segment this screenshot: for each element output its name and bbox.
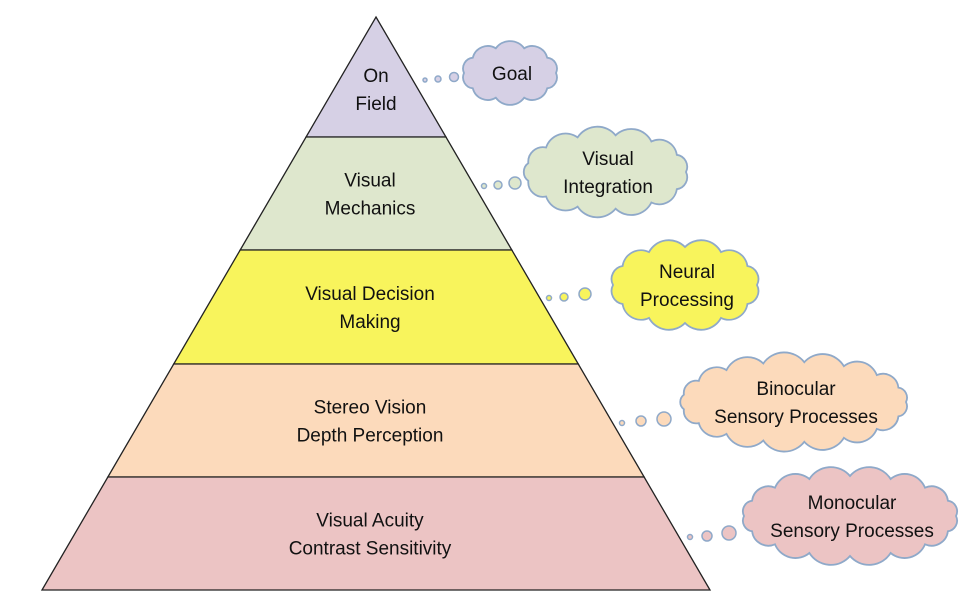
cloud-label: Goal: [492, 64, 532, 85]
layer-shape: [172, 249, 580, 365]
layer-label: Depth Perception: [297, 426, 444, 447]
cloud-label: Neural: [659, 262, 715, 283]
layer-label: On: [363, 66, 388, 87]
cloud-shape: [679, 351, 908, 453]
thought-bubble-dot: [448, 71, 460, 83]
thought-bubble-dot: [701, 530, 713, 542]
layer-label: Making: [339, 312, 400, 333]
cloud-label: Sensory Processes: [714, 407, 878, 428]
layer-label: Mechanics: [325, 199, 416, 220]
thought-bubble-dot: [508, 176, 522, 190]
cloud-label: Binocular: [756, 379, 836, 400]
cloud-label: Processing: [640, 290, 734, 311]
thought-cloud-0: Goal: [422, 40, 558, 106]
cloud-shape: [462, 40, 558, 106]
thought-bubble-dot: [493, 180, 503, 190]
layer-shape: [239, 136, 513, 251]
cloud-label: Integration: [563, 177, 653, 198]
thought-bubble-dot: [422, 77, 428, 83]
thought-bubble-dot: [635, 415, 647, 427]
thought-bubble-dot: [545, 294, 553, 302]
thought-bubble-dot: [434, 75, 442, 83]
thought-bubble-dot: [721, 525, 737, 541]
layer-label: Contrast Sensitivity: [289, 539, 452, 560]
layer-label: Stereo Vision: [314, 398, 427, 419]
layer-shape: [106, 363, 646, 478]
cloud-label: Monocular: [808, 493, 897, 514]
layer-label: Visual Decision: [305, 284, 435, 305]
thought-bubble-dot: [656, 411, 672, 427]
cloud-shape: [610, 239, 760, 331]
cloud-shape: [742, 466, 958, 566]
thought-bubble-dot: [559, 292, 569, 302]
thought-bubble-dot: [578, 287, 592, 301]
thought-bubble-dot: [480, 182, 488, 190]
cloud-label: Sensory Processes: [770, 521, 934, 542]
cloud-label: Visual: [582, 149, 633, 170]
layer-label: Visual: [344, 171, 395, 192]
cloud-shape: [522, 125, 689, 219]
layer-shape: [40, 476, 712, 591]
layer-label: Field: [355, 94, 396, 115]
thought-bubble-dot: [686, 533, 694, 541]
layer-label: Visual Acuity: [316, 511, 424, 532]
thought-bubble-dot: [618, 419, 626, 427]
